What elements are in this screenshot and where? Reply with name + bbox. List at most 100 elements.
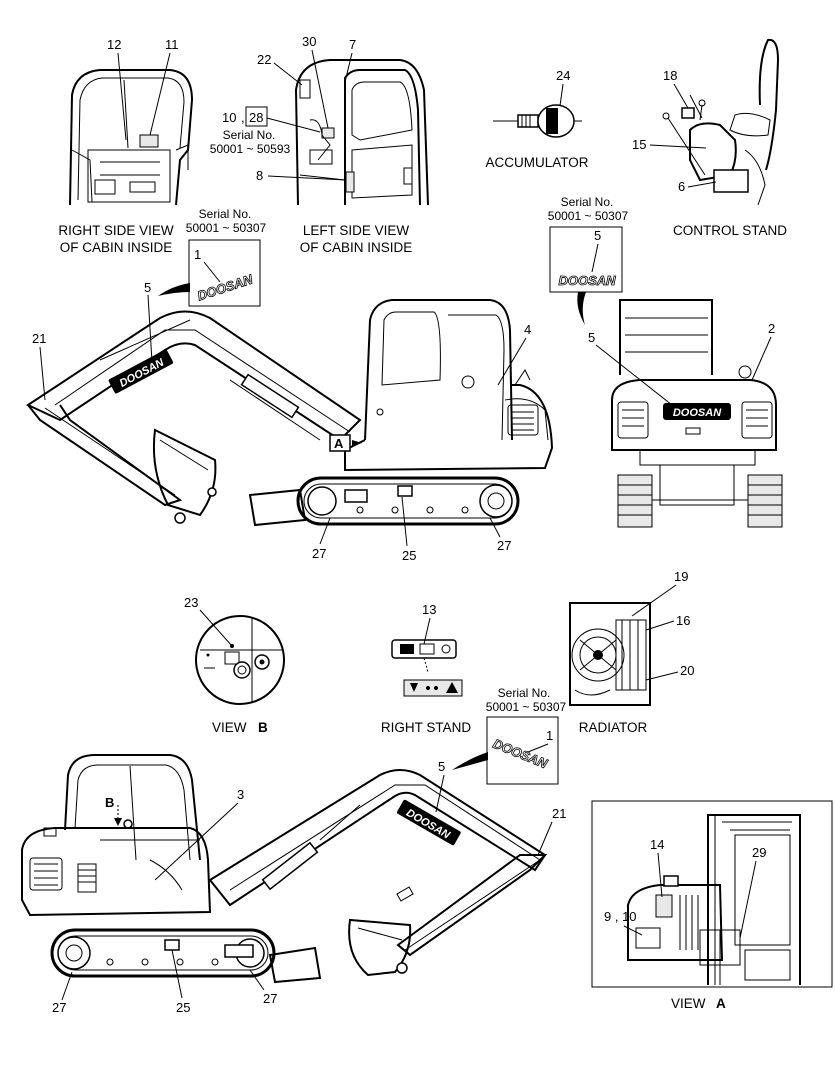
leader-27c bbox=[61, 971, 73, 1001]
view-b-drawing bbox=[195, 615, 285, 705]
leader-8 bbox=[267, 175, 347, 181]
callout-comma: , bbox=[241, 110, 245, 125]
decal-arrow-2 bbox=[577, 292, 586, 325]
callout-21b: 21 bbox=[552, 806, 566, 821]
callout-28: 28 bbox=[249, 110, 263, 125]
cabin-right-caption-line1: RIGHT SIDE VIEW bbox=[58, 223, 174, 238]
callout-5b: 5 bbox=[588, 330, 595, 345]
callout-12: 12 bbox=[107, 37, 121, 52]
view-b-prefix: VIEW bbox=[212, 720, 247, 735]
callout-18: 18 bbox=[663, 68, 677, 83]
view-a-frame bbox=[591, 800, 833, 988]
leader-9-10 bbox=[623, 925, 643, 936]
doosan-rear-decal: DOOSAN bbox=[673, 407, 722, 419]
control-stand-caption: CONTROL STAND bbox=[673, 223, 787, 238]
view-a-drawing bbox=[627, 814, 801, 985]
serial-label-3: Serial No. bbox=[561, 195, 614, 209]
serial-range-1: 50001 ~ 50593 bbox=[210, 142, 291, 156]
callout-27d: 27 bbox=[263, 991, 277, 1006]
leader-3 bbox=[154, 802, 239, 881]
callout-3: 3 bbox=[237, 787, 244, 802]
callout-1b: 1 bbox=[546, 728, 553, 743]
decal-box-3 bbox=[486, 716, 559, 785]
accumulator-drawing bbox=[493, 104, 582, 138]
leader-27a bbox=[319, 517, 331, 545]
excavator-left-side-drawing: DOOSAN A bbox=[25, 299, 554, 527]
callout-7: 7 bbox=[349, 37, 356, 52]
callout-15: 15 bbox=[632, 137, 646, 152]
leader-5d bbox=[435, 774, 445, 813]
right-stand-caption: RIGHT STAND bbox=[381, 720, 472, 735]
leader-14 bbox=[657, 852, 663, 898]
cabin-left-caption-line1: LEFT SIDE VIEW bbox=[303, 223, 410, 238]
callout-5c: 5 bbox=[594, 228, 601, 243]
callout-28-box bbox=[245, 106, 268, 127]
callout-5d: 5 bbox=[438, 759, 445, 774]
leader-25b bbox=[171, 949, 183, 999]
view-marker-b: B bbox=[105, 795, 114, 810]
leader-20 bbox=[645, 671, 679, 681]
doosan-decal-3: DOOSAN bbox=[491, 736, 550, 772]
accumulator-caption: ACCUMULATOR bbox=[485, 155, 588, 170]
cabin-right-caption-line2: OF CABIN INSIDE bbox=[60, 240, 173, 255]
leader-21b bbox=[537, 821, 553, 856]
callout-2: 2 bbox=[768, 321, 775, 336]
callout-16: 16 bbox=[676, 613, 690, 628]
leader-1b bbox=[527, 743, 549, 753]
leader-5c bbox=[591, 243, 599, 273]
leader-24 bbox=[559, 83, 564, 107]
callout-30: 30 bbox=[302, 34, 316, 49]
leader-1a bbox=[203, 261, 221, 283]
view-b-letter: B bbox=[258, 720, 268, 735]
serial-range-2: 50001 ~ 50307 bbox=[186, 221, 267, 235]
decal-arrow-1 bbox=[158, 283, 190, 296]
decal-box-1 bbox=[188, 239, 261, 307]
callout-29: 29 bbox=[752, 845, 766, 860]
leader-18 bbox=[673, 83, 689, 109]
serial-label-4: Serial No. bbox=[498, 686, 551, 700]
cabin-left-caption-line2: OF CABIN INSIDE bbox=[300, 240, 413, 255]
radiator-drawing bbox=[569, 602, 651, 706]
control-stand-drawing bbox=[662, 38, 780, 206]
leader-27d bbox=[249, 969, 265, 991]
callout-9-10: 9 , 10 bbox=[604, 909, 637, 924]
leader-11 bbox=[149, 52, 171, 136]
leader-30 bbox=[311, 49, 329, 129]
callout-5a: 5 bbox=[144, 280, 151, 295]
callout-10: 10 bbox=[222, 110, 236, 125]
callout-14: 14 bbox=[650, 837, 664, 852]
leader-21a bbox=[39, 346, 46, 401]
leader-25a bbox=[401, 496, 408, 547]
serial-label-1: Serial No. bbox=[223, 128, 276, 142]
cabin-left-inside-drawing bbox=[294, 59, 429, 206]
doosan-decal-2: DOOSAN bbox=[558, 273, 616, 288]
callout-27b: 27 bbox=[497, 538, 511, 553]
right-stand-drawing bbox=[391, 639, 463, 697]
view-a-prefix: VIEW bbox=[671, 996, 706, 1011]
leader-22 bbox=[273, 62, 303, 86]
callout-23: 23 bbox=[184, 595, 198, 610]
leader-27b bbox=[489, 517, 501, 538]
radiator-caption: RADIATOR bbox=[579, 720, 648, 735]
callout-25a: 25 bbox=[402, 548, 416, 563]
leader-6 bbox=[687, 181, 717, 188]
callout-19: 19 bbox=[674, 569, 688, 584]
serial-range-3: 50001 ~ 50307 bbox=[548, 209, 629, 223]
callout-27a: 27 bbox=[312, 546, 326, 561]
serial-range-4: 50001 ~ 50307 bbox=[486, 700, 567, 714]
serial-label-2: Serial No. bbox=[199, 207, 252, 221]
callout-21a: 21 bbox=[32, 331, 46, 346]
view-marker-a: A bbox=[334, 436, 344, 451]
leader-15 bbox=[649, 144, 707, 149]
callout-24: 24 bbox=[556, 68, 570, 83]
view-a-letter: A bbox=[716, 996, 726, 1011]
callout-4: 4 bbox=[524, 322, 531, 337]
leader-5b bbox=[595, 344, 673, 406]
callout-8: 8 bbox=[256, 168, 263, 183]
leader-16 bbox=[645, 620, 675, 631]
leader-7 bbox=[344, 52, 353, 83]
callout-27c: 27 bbox=[52, 1000, 66, 1015]
doosan-decal-1: DOOSAN bbox=[195, 271, 254, 303]
leader-5a bbox=[147, 294, 153, 363]
